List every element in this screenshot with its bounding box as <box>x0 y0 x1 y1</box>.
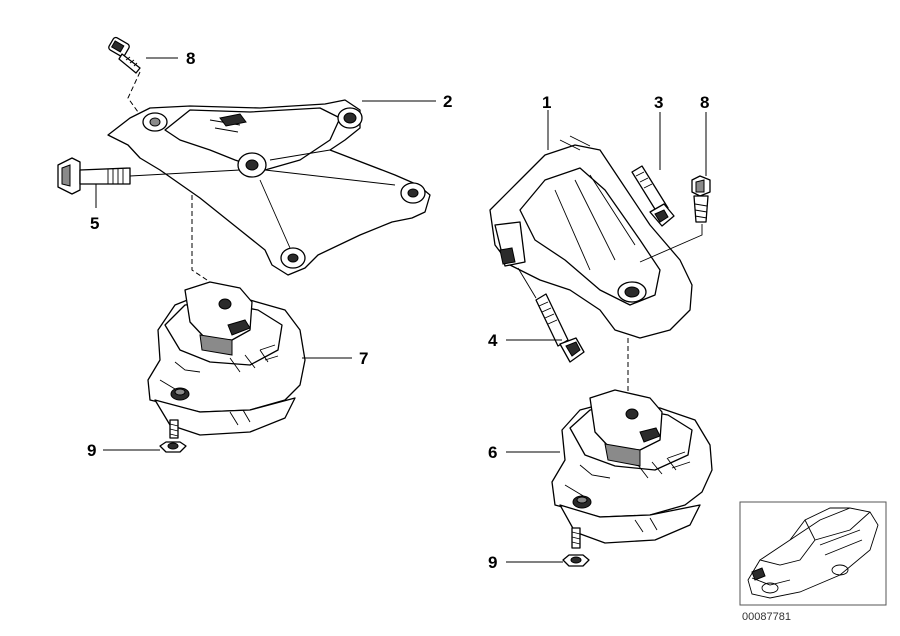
callout-9-right: 9 <box>488 553 497 572</box>
callout-6: 6 <box>488 443 497 462</box>
bracket-2 <box>107 99 431 276</box>
callout-3: 3 <box>654 93 663 112</box>
callout-7: 7 <box>359 349 368 368</box>
stud-nut-9-left <box>159 419 187 453</box>
leader-5 <box>95 169 241 208</box>
bolt-4 <box>535 293 585 363</box>
dash-bracket-mount7 <box>191 195 211 283</box>
line-4-bracket <box>517 267 537 299</box>
callout-8-right: 8 <box>700 93 709 112</box>
dash-8-bracket <box>127 71 141 113</box>
car-thumbnail-icon <box>739 501 887 606</box>
bolt-8-right <box>691 175 711 223</box>
callout-5: 5 <box>90 214 99 233</box>
bracket-1 <box>489 135 693 339</box>
engine-mount-6 <box>551 389 713 544</box>
callout-1: 1 <box>542 93 551 112</box>
bolt-3 <box>631 165 675 227</box>
line-8-bracket <box>639 224 703 263</box>
stud-nut-9-right <box>562 527 590 567</box>
bolt-5 <box>57 157 131 195</box>
callout-4: 4 <box>488 331 498 350</box>
bolt-8-left <box>108 36 141 74</box>
callout-2: 2 <box>443 92 452 111</box>
engine-mount-7 <box>147 281 306 436</box>
callout-9-left: 9 <box>87 441 96 460</box>
diagram-number: 00087781 <box>742 611 791 623</box>
callout-8-left: 8 <box>186 49 195 68</box>
